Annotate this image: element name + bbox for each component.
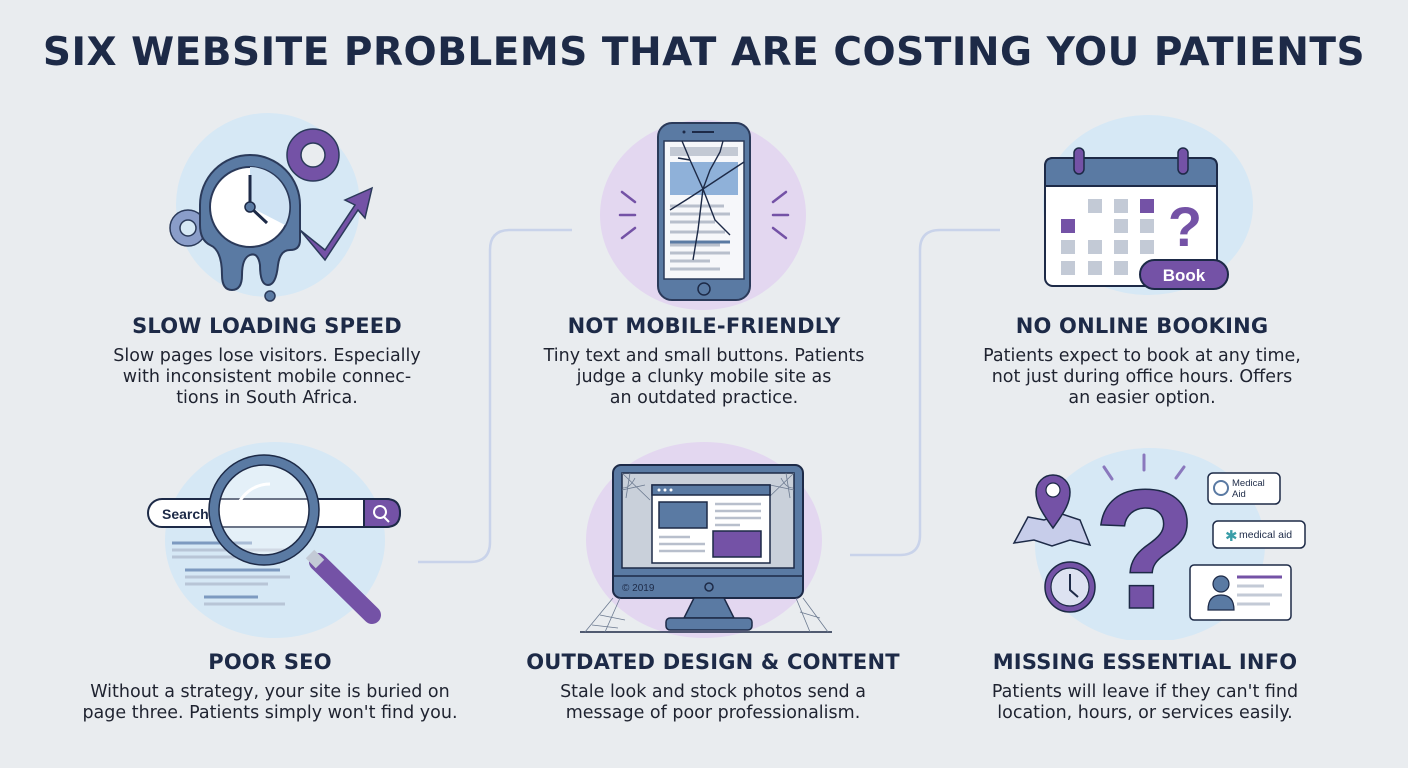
problem-description: Patients will leave if they can't find l…	[991, 682, 1299, 723]
svg-text:?: ?	[1093, 455, 1197, 640]
problem-heading: NOT MOBILE-FRIENDLY	[567, 314, 841, 338]
problem-card-booking: ? Book NO ONLINE BOOKING Patients expect…	[922, 110, 1362, 420]
problem-heading: NO ONLINE BOOKING	[1015, 314, 1269, 338]
page-title: SIX WEBSITE PROBLEMS THAT ARE COSTING YO…	[42, 30, 1366, 75]
location-pin-icon	[1035, 474, 1071, 530]
problem-card-slow-loading: SLOW LOADING SPEED Slow pages lose visit…	[47, 110, 487, 420]
problem-card-seo: Search POOR SEO Without a strategy, your…	[50, 440, 490, 730]
problem-card-outdated: © 2019 OUTDATED DESIGN & CONTENT Stale l…	[493, 440, 933, 730]
problem-card-missing-info: ? Medical Aid ✱ medical aid MISSING ESSE…	[925, 440, 1365, 730]
problem-description: Without a strategy, your site is buried …	[82, 682, 458, 723]
problem-description: Tiny text and small buttons. Patients ju…	[543, 346, 865, 408]
svg-text:medical aid: medical aid	[1239, 529, 1292, 541]
copyright-label: © 2019	[622, 583, 655, 594]
id-card-icon	[1189, 564, 1292, 621]
cracked-phone-icon	[600, 120, 806, 310]
problem-heading: OUTDATED DESIGN & CONTENT	[526, 650, 900, 674]
old-monitor-icon: © 2019	[580, 442, 832, 638]
book-button	[1139, 259, 1229, 290]
map-icon	[1012, 513, 1092, 547]
svg-text:Aid: Aid	[1232, 489, 1246, 500]
book-label: Book	[1163, 266, 1206, 285]
melting-clock-icon	[169, 113, 374, 302]
calendar-icon: ? Book	[1043, 115, 1253, 295]
svg-text:✱: ✱	[1225, 528, 1238, 545]
svg-text:Medical: Medical	[1232, 478, 1265, 489]
question-mark-icon: ? Medical Aid ✱ medical aid	[1012, 448, 1306, 640]
problem-heading: SLOW LOADING SPEED	[132, 314, 402, 338]
problem-card-mobile: NOT MOBILE-FRIENDLY Tiny text and small …	[484, 110, 924, 420]
problem-description: Slow pages lose visitors. Especially wit…	[113, 346, 421, 408]
magnifier-icon: Search	[147, 442, 402, 638]
problem-heading: MISSING ESSENTIAL INFO	[992, 650, 1298, 674]
problem-description: Patients expect to book at any time, not…	[983, 346, 1301, 408]
search-label: Search	[162, 506, 209, 522]
medical-aid-badge-alt	[1212, 520, 1306, 549]
medical-aid-badge	[1207, 472, 1281, 505]
problem-description: Stale look and stock photos send a messa…	[560, 682, 866, 723]
svg-text:?: ?	[1168, 195, 1202, 258]
problem-heading: POOR SEO	[208, 650, 332, 674]
